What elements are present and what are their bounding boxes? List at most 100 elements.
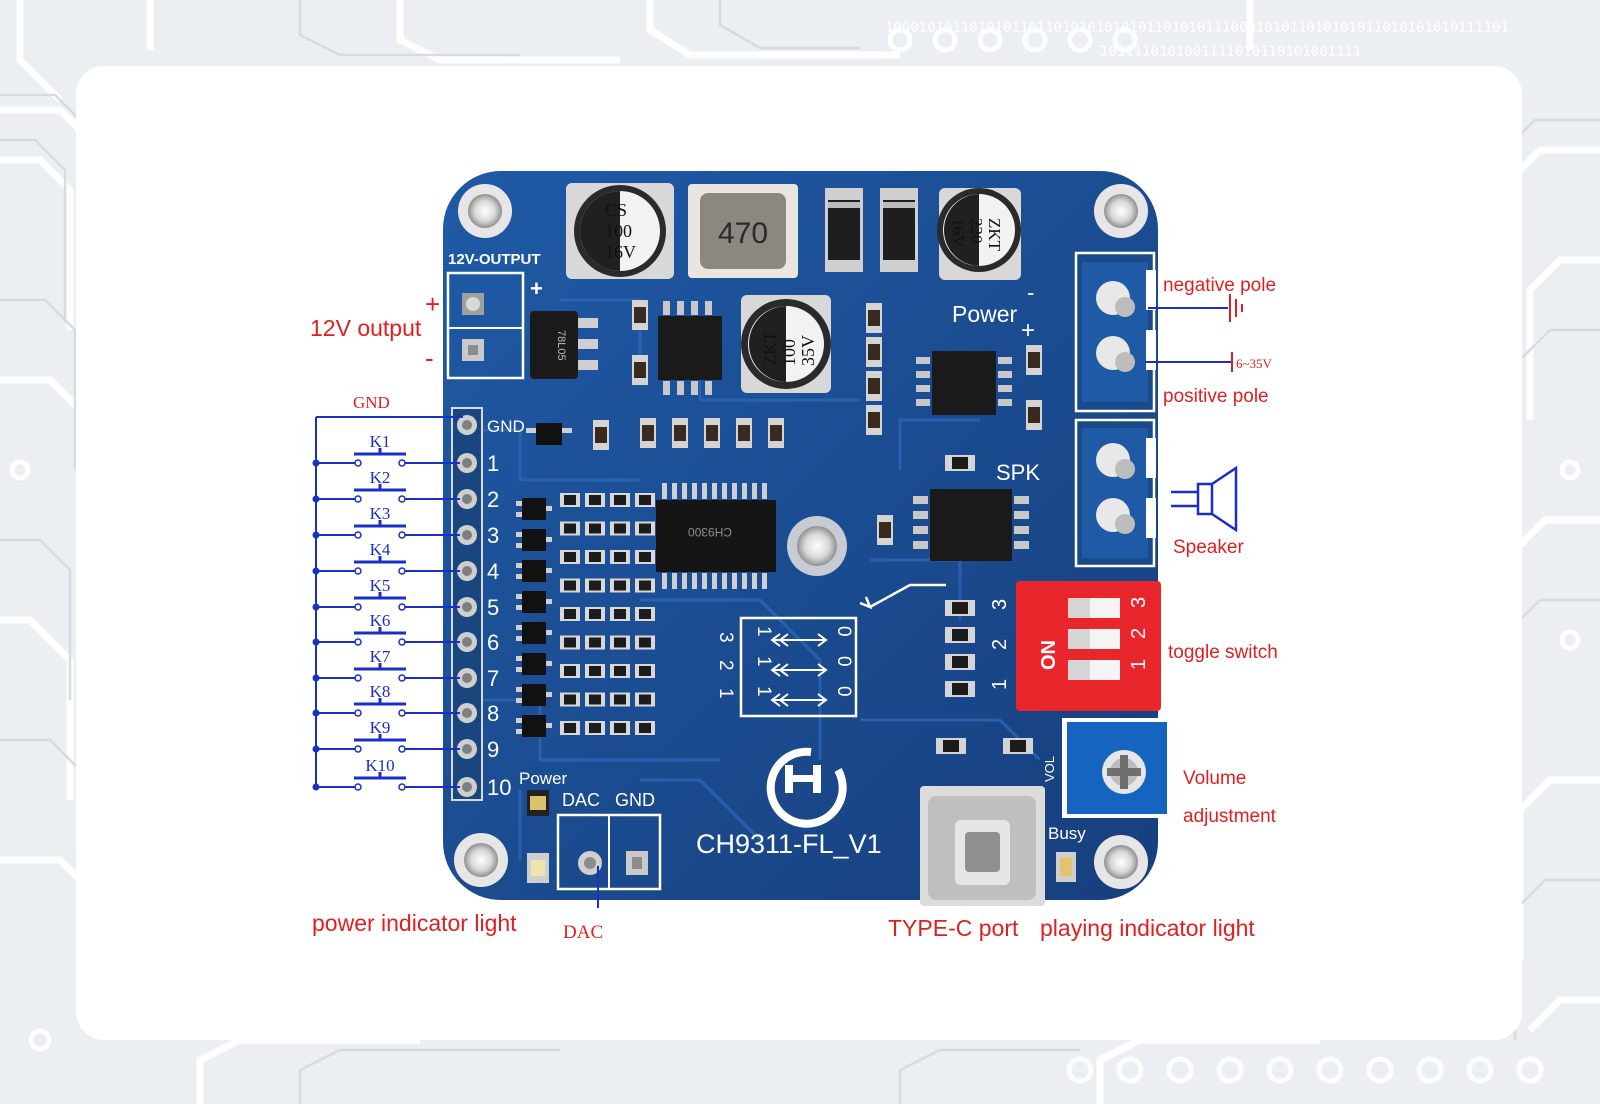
key-switch: K3 bbox=[312, 504, 460, 539]
volume-label-line1: Volume bbox=[1183, 768, 1246, 789]
key-label: K10 bbox=[365, 756, 394, 775]
silk-number-2: 2 bbox=[989, 639, 1011, 650]
table-value-one: 1 bbox=[753, 656, 774, 667]
regulator-78l05: 78L05 bbox=[530, 311, 598, 379]
cap-cs-line1: CS bbox=[605, 200, 627, 220]
binary-text-2: 1011110101001111010110101001111 bbox=[1100, 44, 1361, 60]
twelve-v-output-label: 12V output bbox=[310, 315, 422, 341]
key-switch: K8 bbox=[312, 682, 460, 717]
volume-label-line2: adjustment bbox=[1183, 806, 1277, 827]
output-terminal bbox=[446, 271, 525, 380]
speaker-symbol bbox=[1171, 465, 1238, 533]
silk-number-3: 3 bbox=[989, 599, 1011, 610]
ic-amplifier bbox=[913, 489, 1029, 561]
power-terminal-label: Power bbox=[952, 301, 1018, 327]
busy-label: Busy bbox=[1048, 824, 1086, 843]
pin-number-label: 6 bbox=[487, 630, 499, 655]
schematic-gnd-label: GND bbox=[353, 393, 390, 412]
power-terminal-block bbox=[1074, 251, 1156, 413]
table-value-zero: 0 bbox=[833, 686, 854, 697]
table-axis-number: 1 bbox=[715, 688, 736, 699]
table-arrow bbox=[869, 583, 946, 609]
pin-number-label: 7 bbox=[487, 666, 499, 691]
silk-number-1: 1 bbox=[989, 679, 1011, 690]
cap-zkt100-line3: 35V bbox=[798, 335, 818, 366]
resistor-array bbox=[516, 493, 655, 737]
pin-number-label: 9 bbox=[487, 737, 499, 762]
main-chip: CH9300 bbox=[656, 483, 776, 589]
key-switch: K9 bbox=[312, 718, 460, 753]
positive-pole-label: positive pole bbox=[1163, 386, 1269, 407]
pin-number-label: 4 bbox=[487, 559, 499, 584]
speaker-label: Speaker bbox=[1173, 537, 1244, 558]
dip-on-label: ON bbox=[1038, 640, 1060, 670]
cap-zkt100-line1: ZKT bbox=[760, 331, 780, 366]
usb-type-c-port[interactable] bbox=[920, 786, 1045, 906]
dac-terminal bbox=[556, 813, 662, 891]
smd-components bbox=[526, 300, 1042, 754]
mounting-holes bbox=[454, 184, 1148, 889]
output-minus-annotation: - bbox=[425, 343, 434, 373]
regulator-label: 78L05 bbox=[555, 330, 567, 361]
binary-text-1: 1000101011010101101101010101010110101011… bbox=[885, 20, 1509, 36]
key-switch: K7 bbox=[312, 647, 460, 682]
key-switch: K4 bbox=[312, 540, 460, 575]
toggle-switch-label: toggle switch bbox=[1168, 642, 1278, 663]
key-label: K1 bbox=[370, 432, 391, 451]
cap-cs-line3: 16V bbox=[605, 242, 636, 262]
dip-switch[interactable]: ON 3 2 1 bbox=[1016, 581, 1161, 711]
cap-zkt100-line2: 100 bbox=[779, 339, 799, 366]
key-label: K6 bbox=[370, 611, 391, 630]
dac-annotation: DAC bbox=[563, 922, 603, 943]
key-label: K9 bbox=[370, 718, 391, 737]
power-minus-sign: - bbox=[1027, 280, 1034, 305]
negative-pole-label: negative pole bbox=[1163, 275, 1276, 296]
gnd-terminal-label: GND bbox=[615, 790, 655, 810]
key-switch: K10 bbox=[312, 756, 460, 791]
voltage-range-label: 6~35V bbox=[1236, 356, 1273, 371]
capacitor-zkt-100: ZKT 100 35V bbox=[741, 295, 831, 393]
cap-zkt220-line1: ZKT bbox=[985, 218, 1004, 252]
key-label: K7 bbox=[370, 647, 391, 666]
inductor-label: 470 bbox=[718, 217, 768, 250]
playing-indicator-label: playing indicator light bbox=[1040, 915, 1255, 941]
output-header-label: 12V-OUTPUT bbox=[448, 251, 541, 268]
key-switch: K1 bbox=[312, 432, 460, 467]
power-led bbox=[527, 790, 549, 883]
output-plus-annotation: + bbox=[425, 289, 440, 319]
cap-zkt220-line3: 16V bbox=[949, 218, 968, 248]
spk-label: SPK bbox=[996, 460, 1040, 485]
table-axis-number: 2 bbox=[715, 660, 736, 671]
key-label: K5 bbox=[370, 576, 391, 595]
dip-number-1: 1 bbox=[1128, 659, 1150, 670]
right-annotations: negative pole 6~35V positive pole Speake… bbox=[1145, 275, 1278, 827]
pin-header-pins bbox=[457, 415, 477, 797]
table-value-zero: 0 bbox=[833, 626, 854, 637]
ground-symbol bbox=[1229, 294, 1243, 322]
table-value-one: 1 bbox=[753, 626, 774, 637]
vol-label: VOL bbox=[1042, 756, 1057, 782]
cap-zkt220-line2: 220 bbox=[967, 218, 986, 244]
key-label: K2 bbox=[370, 468, 391, 487]
table-value-one: 1 bbox=[753, 686, 774, 697]
type-c-label: TYPE-C port bbox=[888, 915, 1019, 941]
inductor-470: 470 bbox=[688, 184, 798, 278]
capacitor-cs-100: CS 100 16V bbox=[566, 183, 674, 279]
key-label: K4 bbox=[370, 540, 391, 559]
board-model-label: CH9311-FL_V1 bbox=[696, 829, 882, 859]
dip-number-3: 3 bbox=[1128, 597, 1150, 608]
power-indicator-label: power indicator light bbox=[312, 910, 517, 936]
volume-potentiometer[interactable] bbox=[1062, 718, 1172, 818]
gnd-pin-label: GND bbox=[487, 417, 525, 436]
dac-terminal-label: DAC bbox=[562, 790, 600, 810]
table-axis-number: 3 bbox=[715, 632, 736, 643]
output-plus-sign: + bbox=[530, 276, 543, 301]
pcb-board: CS 100 16V 470 ZKT 220 16V bbox=[443, 171, 1172, 906]
key-label: K3 bbox=[370, 504, 391, 523]
diodes bbox=[825, 188, 918, 272]
